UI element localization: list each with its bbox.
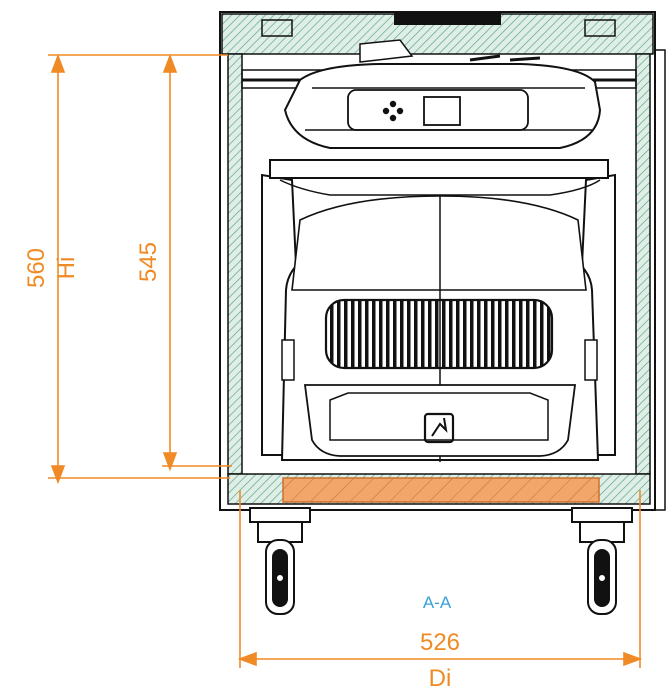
dimension-lines [48,53,643,668]
control-panel [347,89,529,131]
display-screen [423,96,461,126]
case-right-wall [635,53,651,475]
caster-left [249,507,311,615]
lid-latch-left [261,19,293,37]
outer-height-value: 560 [23,248,50,288]
control-buttons [382,100,404,122]
vent-grille [324,298,554,370]
outer-height-label: Hi [53,257,80,280]
lid-handle [394,13,501,25]
lens-housing [303,384,577,457]
caster-wheels [249,507,633,615]
caster-right [571,507,633,615]
fixture-logo-icon [423,412,455,444]
lid-latch-right [584,19,616,37]
case-left-wall [227,53,243,475]
inner-height-value: 545 [135,242,162,282]
moving-head-fixture [261,39,616,462]
fixture-top-unit [283,63,602,149]
foam-pad [282,477,600,503]
dimension-labels: 560 Hi 545 526 Di [23,242,460,692]
inner-width-label: Di [429,665,452,692]
inner-width-value: 526 [420,629,460,656]
section-label: A-A [423,593,452,612]
